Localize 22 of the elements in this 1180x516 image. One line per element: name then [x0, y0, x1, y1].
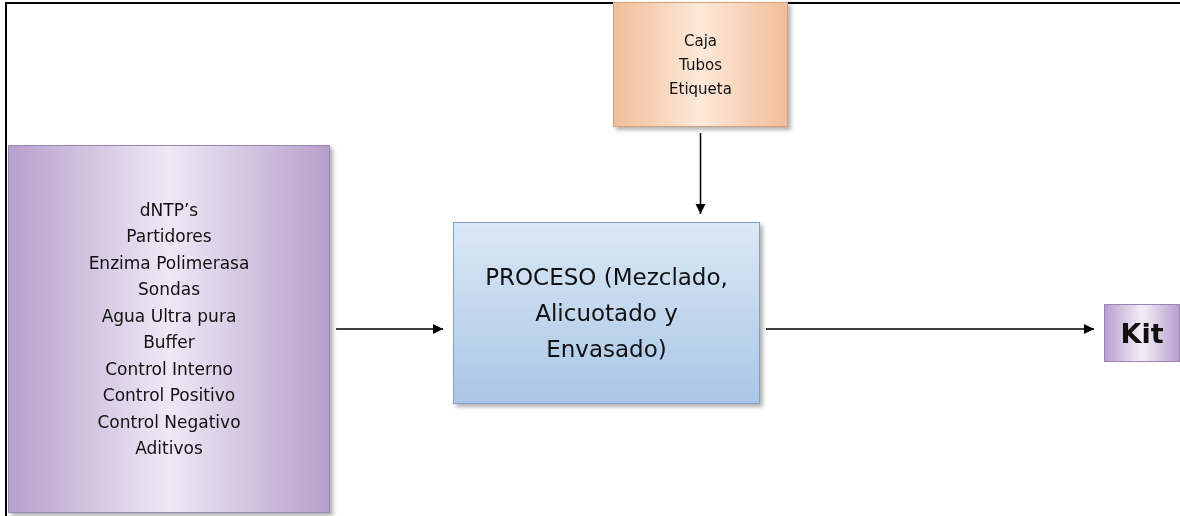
inputs-box	[8, 145, 330, 513]
node-text: Agua Ultra pura	[101, 304, 237, 328]
node-text: PROCESO (Mezclado, Alicuotado y Envasado)	[484, 263, 729, 364]
node-text: Aditivos	[135, 437, 203, 460]
arrow	[335, 323, 444, 335]
packaging-box	[613, 2, 788, 127]
node-text: Buffer	[143, 331, 195, 354]
output-box	[1104, 304, 1180, 362]
node-text: Tubos	[679, 54, 722, 76]
node-text: Partidores	[126, 225, 212, 248]
arrow	[765, 323, 1095, 335]
node-text: Control Interno	[105, 357, 233, 381]
process-box	[453, 222, 760, 404]
node-text: Control Negativo	[97, 410, 241, 434]
node-text: Etiqueta	[669, 78, 732, 100]
node-text: dNTP’s	[139, 198, 199, 222]
node-text: Kit	[1120, 317, 1164, 349]
node-text: Control Positivo	[102, 384, 236, 407]
node-text: Sondas	[137, 278, 200, 301]
arrow	[695, 132, 706, 215]
node-text: Enzima Polimerasa	[88, 251, 250, 275]
node-text: Caja	[684, 30, 717, 52]
